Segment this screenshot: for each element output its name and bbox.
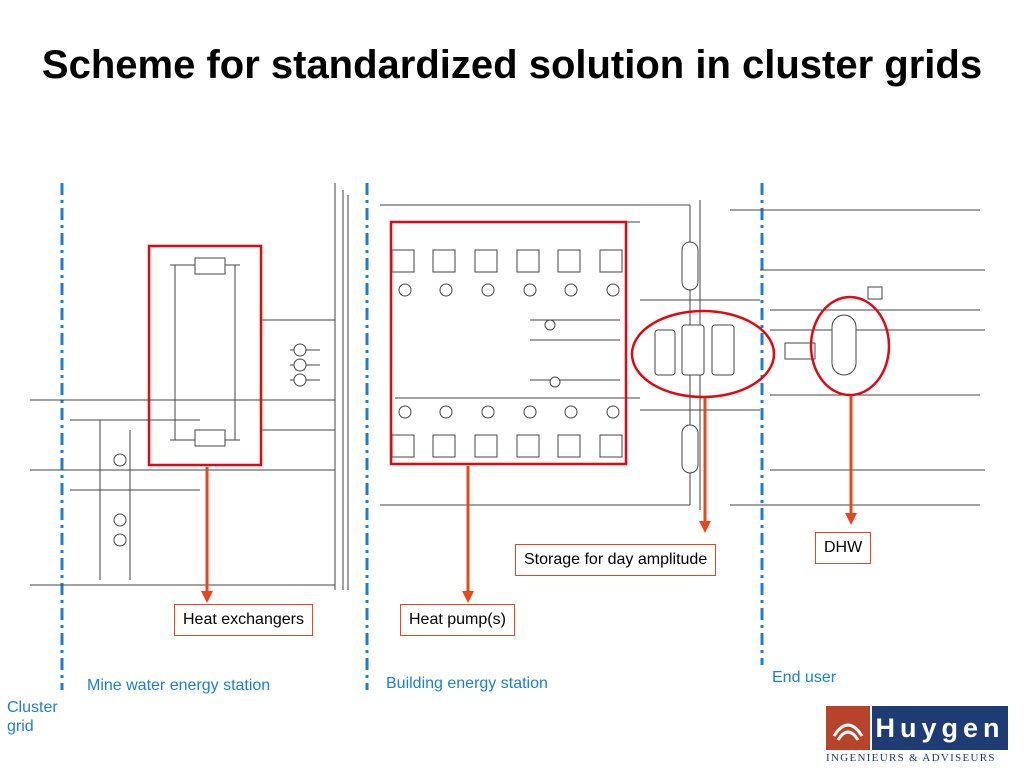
zone-label-building: Building energy station	[386, 675, 548, 692]
logo-name: Huygen	[872, 706, 1008, 750]
storage-highlight	[630, 309, 776, 399]
zone-label-end-user: End user	[772, 669, 837, 686]
heat-exchanger-symbols	[113, 257, 816, 547]
logo-tagline: INGENIEURS & ADVISEURS	[826, 752, 996, 764]
slide-title: Scheme for standardized solution in clus…	[41, 43, 983, 87]
piping-lines	[30, 183, 985, 590]
storage-label: Storage for day amplitude	[515, 544, 717, 576]
storage-vessels	[654, 241, 883, 474]
dhw-label: DHW	[815, 532, 872, 564]
heat-pumps-highlight	[389, 220, 628, 466]
huygen-logo: Huygen INGENIEURS & ADVISEURS	[826, 706, 1016, 766]
heat-exchangers-highlight	[147, 244, 263, 467]
heat-pump-units	[391, 249, 623, 458]
logo-mark-icon	[826, 706, 870, 750]
callout-arrows	[201, 396, 857, 603]
dhw-highlight	[809, 295, 891, 397]
zone-dividers	[60, 183, 764, 690]
zone-label-cluster-grid: Cluster grid	[7, 699, 58, 735]
heat-exchangers-label: Heat exchangers	[174, 604, 313, 636]
zone-label-mine-water: Mine water energy station	[87, 677, 271, 694]
heat-pumps-label: Heat pump(s)	[400, 604, 515, 636]
